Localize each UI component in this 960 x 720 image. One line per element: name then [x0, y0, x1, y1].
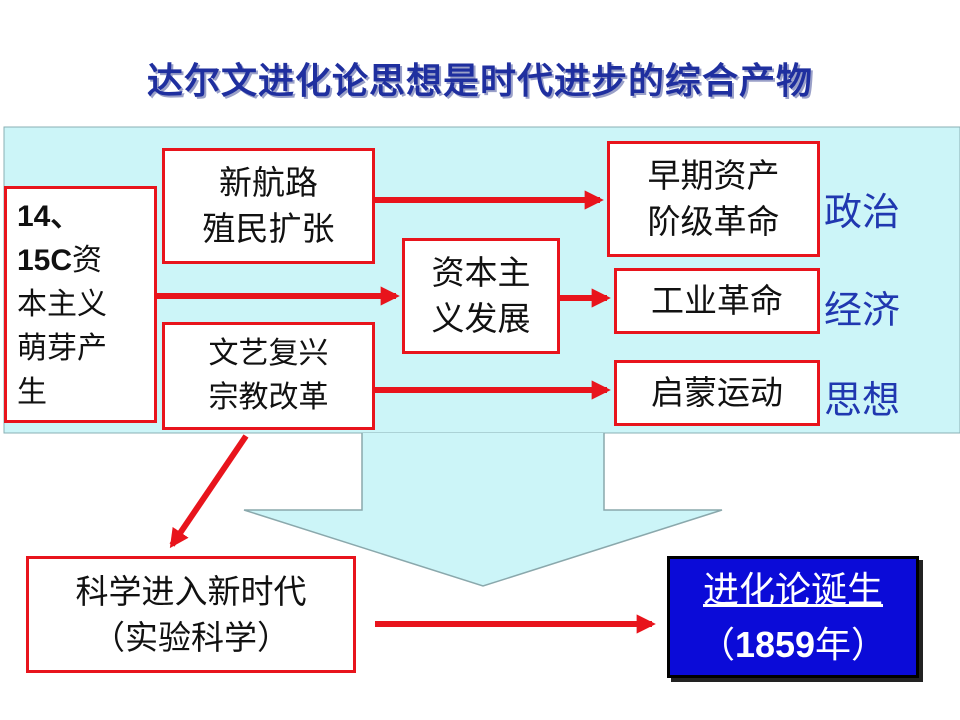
- box-renaissance: 文艺复兴 宗教改革: [162, 322, 375, 430]
- result-line-2: （1859年）: [670, 627, 916, 664]
- result-close: 年）: [815, 625, 888, 666]
- box-evolution-birth: 进化论诞生 （1859年）: [667, 556, 919, 678]
- box-industrial-revolution: 工业革命: [614, 268, 820, 334]
- capitalism-line-2: 义发展: [431, 299, 531, 338]
- box-science-era: 科学进入新时代 （实验科学）: [26, 556, 356, 673]
- start-line-4: 萌芽产: [17, 330, 107, 366]
- bourgeois-line-2: 阶级革命: [647, 202, 780, 241]
- enlightenment-line-1: 启蒙运动: [651, 373, 783, 412]
- category-economy: 经济: [824, 288, 901, 332]
- start-line-2-text: 资: [72, 242, 103, 278]
- start-line-2: 15C资: [17, 239, 102, 283]
- box-enlightenment: 启蒙运动: [614, 360, 820, 426]
- result-year: 1859: [734, 624, 816, 665]
- start-line-2-num: 15C: [17, 243, 73, 277]
- box-capitalism-development: 资本主 义发展: [402, 238, 560, 354]
- arrow-renaissance-to-science: [169, 434, 249, 549]
- page-title: 达尔文进化论思想是时代进步的综合产物: [146, 61, 813, 102]
- bourgeois-line-1: 早期资产: [647, 156, 780, 195]
- start-line-1: 14、: [17, 199, 81, 233]
- result-line-1: 进化论诞生: [702, 570, 883, 611]
- route-line-1: 新航路: [219, 163, 318, 202]
- science-line-2: （实验科学）: [92, 617, 290, 657]
- capitalism-line-1: 资本主: [431, 253, 531, 292]
- category-politics: 政治: [824, 190, 901, 234]
- start-line-5: 生: [17, 374, 47, 410]
- box-bourgeois-revolution: 早期资产 阶级革命: [607, 141, 820, 257]
- industrial-line-1: 工业革命: [651, 281, 783, 320]
- result-open-paren: （: [698, 625, 735, 666]
- funnel-arrow: [243, 433, 723, 587]
- category-thought: 思想: [824, 378, 901, 422]
- renaissance-line-2: 宗教改革: [208, 380, 329, 415]
- start-line-3: 本主义: [17, 286, 107, 322]
- renaissance-line-1: 文艺复兴: [208, 336, 329, 371]
- science-line-1: 科学进入新时代: [75, 571, 307, 611]
- box-new-route: 新航路 殖民扩张: [162, 148, 375, 264]
- box-capitalism-sprout: 14、 15C资 本主义 萌芽产 生: [4, 186, 157, 423]
- route-line-2: 殖民扩张: [202, 209, 335, 248]
